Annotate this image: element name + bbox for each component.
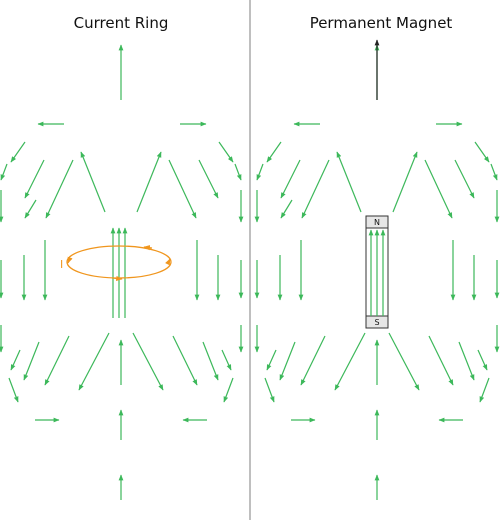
- left-field-arrow-31: [44, 335, 70, 386]
- left-panel-title: Current Ring: [74, 14, 169, 32]
- left-field-arrow-36: [221, 349, 232, 371]
- right-field-arrow-16: [280, 199, 293, 219]
- right-field-arrow-37: [264, 377, 275, 403]
- left-field-arrow-32: [172, 335, 198, 386]
- right-field-arrow-14: [336, 151, 362, 213]
- right-field-arrow-31: [300, 335, 326, 386]
- south-pole-label: S: [374, 318, 379, 327]
- right-field-arrow-32: [428, 335, 454, 386]
- magnet-internal-field: [368, 39, 386, 316]
- current-direction-arrow-bottom: [111, 275, 123, 282]
- north-pole-label: N: [374, 218, 380, 227]
- left-field-arrow-12: [45, 159, 74, 219]
- current-direction-arrow-right: [165, 258, 171, 266]
- right-field-arrow-33: [279, 341, 296, 381]
- right-field-arrow-8: [266, 141, 282, 163]
- right-field-arrow-10: [280, 159, 301, 199]
- right-field-arrow-30: [388, 332, 420, 391]
- right-field-arrow-29: [334, 332, 366, 391]
- left-field-arrow-9: [218, 141, 234, 163]
- left-field-arrow-38: [223, 377, 234, 403]
- right-field-arrow-36: [477, 349, 488, 371]
- left-field-arrow-10: [24, 159, 45, 199]
- left-field-arrow-8: [10, 141, 26, 163]
- right-field-arrow-12: [301, 159, 330, 219]
- left-field-arrow-18: [234, 163, 242, 181]
- left-field-arrow-34: [202, 341, 219, 381]
- left-field-arrow-37: [8, 377, 19, 403]
- right-field-arrow-18: [490, 163, 498, 181]
- right-field-arrow-34: [458, 341, 475, 381]
- left-field-lines: [0, 44, 244, 500]
- right-field-arrow-38: [479, 377, 490, 403]
- right-field-arrow-13: [424, 159, 453, 219]
- left-field-arrow-14: [80, 151, 106, 213]
- north-pole: [365, 215, 389, 229]
- current-direction-arrow-top: [143, 245, 153, 251]
- left-field-arrow-30: [132, 332, 164, 391]
- current-label: I: [60, 258, 63, 271]
- right-panel-title: Permanent Magnet: [310, 14, 453, 32]
- right-field-arrow-35: [266, 349, 277, 371]
- left-field-arrow-29: [78, 332, 110, 391]
- left-field-arrow-11: [198, 159, 219, 199]
- left-field-arrow-13: [168, 159, 197, 219]
- right-field-lines: [254, 44, 500, 500]
- right-field-arrow-9: [474, 141, 490, 163]
- right-field-arrow-17: [256, 163, 264, 181]
- current-direction-arrow-left: [67, 256, 73, 264]
- left-field-arrow-33: [23, 341, 40, 381]
- right-field-arrow-15: [392, 151, 418, 213]
- left-field-arrow-15: [136, 151, 162, 213]
- left-field-arrow-16: [24, 199, 37, 219]
- left-field-arrow-17: [0, 163, 8, 181]
- left-field-arrow-35: [10, 349, 21, 371]
- right-field-arrow-11: [454, 159, 475, 199]
- current-ring: I: [60, 245, 172, 282]
